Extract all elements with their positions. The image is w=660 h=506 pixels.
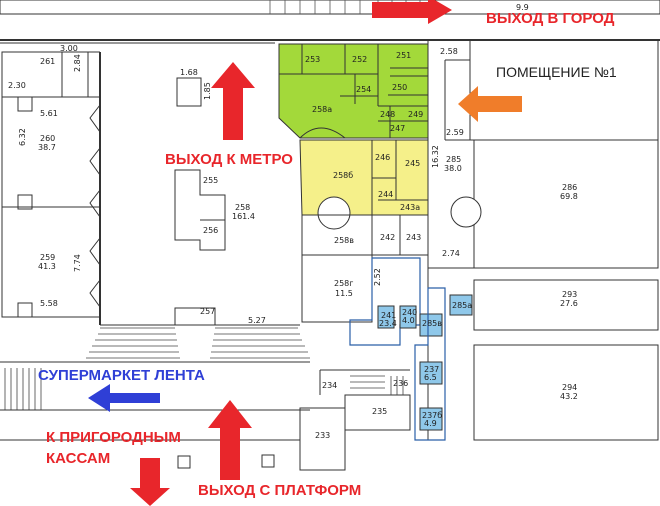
- room-label: 233: [315, 431, 330, 440]
- room-label: 261: [40, 57, 55, 66]
- room-area: 4.0: [402, 316, 415, 325]
- dim-label: 16.32: [431, 145, 440, 168]
- room-label: 251: [396, 51, 411, 60]
- arrow-exit-metro-icon: [211, 62, 255, 140]
- room-label: 256: [203, 226, 218, 235]
- dim-label: 2.58: [440, 47, 458, 56]
- room-label: 247: [390, 124, 405, 133]
- room-label: 253: [305, 55, 320, 64]
- room-label: 259: [40, 253, 55, 262]
- dim-label: 1.85: [203, 82, 212, 100]
- dim-label: 2.30: [8, 81, 26, 90]
- room-label: 286: [562, 183, 577, 192]
- room-area: 27.6: [560, 299, 578, 308]
- room-258-kiosk: [174, 169, 226, 251]
- room-label: 234: [322, 381, 337, 390]
- room-label: 235: [372, 407, 387, 416]
- room-label: 260: [40, 134, 55, 143]
- label-premises: ПОМЕЩЕНИЕ №1: [496, 64, 617, 80]
- zone-blue-241: [349, 257, 421, 346]
- dim-label: 1.68: [180, 68, 198, 77]
- arrow-exit-platform-icon: [208, 400, 252, 480]
- dim-label: 6.32: [18, 128, 27, 146]
- arrow-premises-icon: [458, 86, 522, 122]
- room-label: 258а: [312, 105, 332, 114]
- dim-label: 5.61: [40, 109, 58, 118]
- room-label: 246: [375, 153, 390, 162]
- room-label: 243: [406, 233, 421, 242]
- room-label: 236: [393, 379, 408, 388]
- label-exit-platform: ВЫХОД С ПЛАТФОРМ: [198, 482, 362, 499]
- room-label: 248: [380, 110, 395, 119]
- room-label: 240: [402, 308, 417, 317]
- room-label: 285: [446, 155, 461, 164]
- room-area: 41.3: [38, 262, 56, 271]
- room-label: 242: [380, 233, 395, 242]
- room-label: 237: [424, 365, 439, 374]
- label-exit-city: ВЫХОД В ГОРОД: [486, 10, 615, 27]
- room-label: 258в: [334, 236, 354, 245]
- dim-label: 2.59: [446, 128, 464, 137]
- room-label: 237б: [422, 411, 442, 420]
- column-168: [176, 77, 202, 107]
- label-suburban-line1: К ПРИГОРОДНЫМ: [46, 429, 181, 446]
- arrow-suburban-icon: [130, 458, 170, 506]
- room-area: 38.7: [38, 143, 56, 152]
- room-label: 249: [408, 110, 423, 119]
- room-area: 11.5: [335, 289, 353, 298]
- arrow-exit-city-icon: [372, 0, 452, 24]
- label-exit-metro: ВЫХОД К МЕТРО: [165, 151, 293, 168]
- dim-label: 2.84: [73, 54, 82, 72]
- room-area: 43.2: [560, 392, 578, 401]
- room-label: 285в: [422, 319, 442, 328]
- room-label: 293: [562, 290, 577, 299]
- dim-label: 5.58: [40, 299, 58, 308]
- room-label: 244: [378, 190, 393, 199]
- room-label: 255: [203, 176, 218, 185]
- room-label: 254: [356, 85, 371, 94]
- room-label: 245: [405, 159, 420, 168]
- dim-label: 5.27: [248, 316, 266, 325]
- room-label: 252: [352, 55, 367, 64]
- arrow-red-group: [130, 0, 452, 506]
- room-label: 250: [392, 83, 407, 92]
- dim-label: 9.9: [516, 3, 529, 12]
- room-label: 2.52: [373, 268, 382, 286]
- room-area: 4.9: [424, 419, 437, 428]
- room-label: 241: [381, 311, 396, 320]
- room-label: 257: [200, 307, 215, 316]
- label-supermarket: СУПЕРМАРКЕТ ЛЕНТА: [38, 367, 205, 384]
- room-label: 285а: [452, 301, 472, 310]
- room-area: 38.0: [444, 164, 462, 173]
- label-suburban-line2: КАССАМ: [46, 450, 111, 467]
- dim-label: 2.74: [442, 249, 460, 258]
- room-area: 161.4: [232, 212, 255, 221]
- room-area: 69.8: [560, 192, 578, 201]
- room-label: 294: [562, 383, 577, 392]
- room-label: 258: [235, 203, 250, 212]
- room-label: 243а: [400, 203, 420, 212]
- room-label: 258г: [334, 279, 353, 288]
- room-label: 258б: [333, 171, 353, 180]
- dim-label: 3.00: [60, 44, 78, 53]
- arrow-supermarket-icon: [88, 384, 160, 412]
- room-area: 23.4: [379, 319, 397, 328]
- room-area: 6.5: [424, 373, 437, 382]
- dim-label: 7.74: [73, 254, 82, 272]
